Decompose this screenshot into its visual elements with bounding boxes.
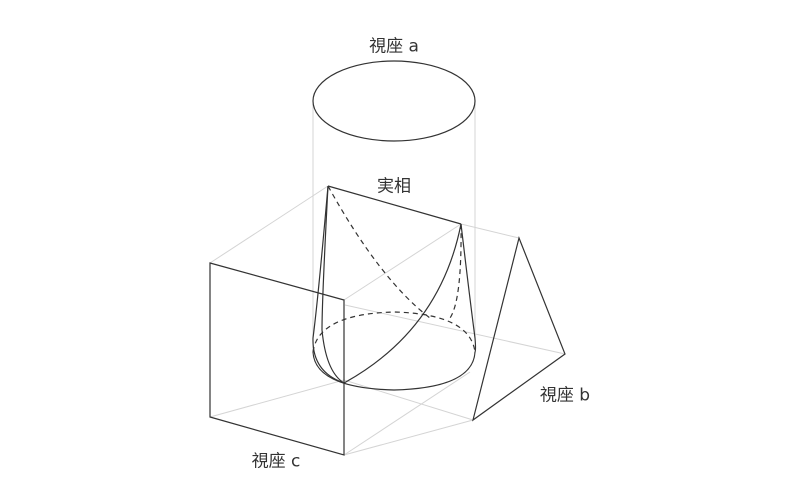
projection-guides <box>209 101 566 456</box>
view-c-square <box>209 262 345 456</box>
reality-shape <box>312 185 477 391</box>
label-view-b: 視座 b <box>539 385 591 406</box>
hidden-edges <box>312 185 476 353</box>
label-view-a: 視座 a <box>369 36 419 57</box>
view-b-triangle <box>472 236 566 422</box>
label-view-c: 視座 c <box>251 451 301 472</box>
view-a-ellipse <box>312 60 476 142</box>
label-reality: 実相 <box>377 176 411 197</box>
